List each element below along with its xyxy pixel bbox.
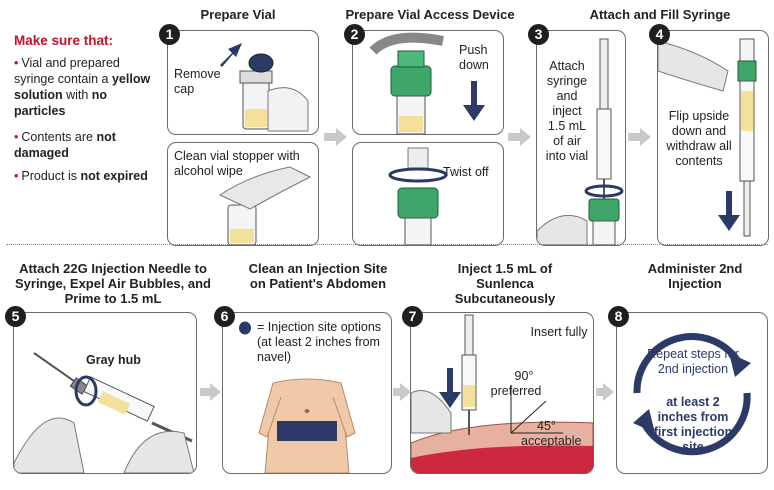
- step1-remove-cap-text: Remove cap: [174, 67, 221, 96]
- step2-push-panel: Push down: [352, 30, 504, 135]
- flow-arrow-icon: [210, 383, 221, 401]
- flow-arrow-stem: [628, 133, 640, 141]
- step1-clean-panel: Clean vial stopper with alcohol wipe: [167, 142, 319, 246]
- flow-arrow-icon: [603, 383, 614, 401]
- step4-panel: Flip upside down and withdraw all conten…: [657, 30, 769, 246]
- step6-legend-text: = Injection site options (at least 2 inc…: [257, 320, 382, 364]
- step6-panel: = Injection site options (at least 2 inc…: [222, 312, 392, 474]
- step1-number-badge: 1: [159, 24, 180, 45]
- flow-arrow-icon: [520, 128, 531, 146]
- make-sure-title: Make sure that:: [14, 33, 114, 48]
- step1-remove-cap-panel: Remove cap: [167, 30, 319, 135]
- step7-number-badge: 7: [402, 306, 423, 327]
- injection-site-icon: [239, 321, 251, 335]
- needle-prime-illustration: [14, 352, 195, 473]
- angle-90-preferred-label: preferred: [490, 384, 542, 398]
- angle-45-label: 45°: [537, 419, 556, 433]
- step3-panel: Attach syringe and inject 1.5 mL of air …: [536, 30, 626, 246]
- step8-repeat-text: Repeat steps for 2nd injection: [647, 347, 739, 376]
- arrow-down-icon: [463, 81, 485, 121]
- angle-45-acceptable-label: acceptable: [521, 434, 582, 448]
- syringe-withdraw-illustration: [658, 38, 757, 237]
- repeat-cycle-icon: [633, 333, 751, 456]
- section-divider: [6, 244, 768, 245]
- step4-number-badge: 4: [649, 24, 670, 45]
- twist-off-illustration: [388, 147, 448, 245]
- step6-title: Clean an Injection Site on Patient's Abd…: [248, 261, 388, 291]
- arrow-down-icon: [439, 368, 461, 408]
- alcohol-wipe-illustration: [218, 166, 312, 245]
- step1-clean-text: Clean vial stopper with alcohol wipe: [174, 149, 300, 178]
- step8-title: Administer 2nd Injection: [647, 261, 743, 291]
- step8-panel: Repeat steps for 2nd injection at least …: [616, 312, 768, 474]
- flow-arrow-icon: [640, 128, 651, 146]
- make-sure-item-solution: •Vial and prepared syringe contain a yel…: [14, 56, 151, 118]
- step3-number-badge: 3: [528, 24, 549, 45]
- step3-text: Attach syringe and inject 1.5 mL of air …: [545, 59, 589, 163]
- flow-arrow-stem: [393, 388, 401, 396]
- step6-number-badge: 6: [214, 306, 235, 327]
- flow-arrow-stem: [200, 388, 210, 396]
- flow-arrow-stem: [508, 133, 520, 141]
- gray-hub-label: Gray hub: [86, 353, 141, 367]
- step5-panel: Gray hub: [13, 312, 197, 474]
- step4-text: Flip upside down and withdraw all conten…: [666, 109, 732, 168]
- step2-number-badge: 2: [344, 24, 365, 45]
- syringe-inject-air-illustration: [537, 38, 624, 245]
- flow-arrow-icon: [336, 128, 347, 146]
- step7-panel: Insert fully 90° preferred 45° acceptabl…: [410, 312, 594, 474]
- vial-illustration: [239, 53, 309, 132]
- subcutaneous-injection-illustration: [411, 314, 593, 473]
- step5-number-badge: 5: [5, 306, 26, 327]
- flow-arrow-icon: [400, 383, 411, 401]
- step8-number-badge: 8: [608, 306, 629, 327]
- vial-access-device-illustration: [369, 32, 444, 134]
- make-sure-item-damage: •Contents are not damaged: [14, 130, 116, 160]
- angle-90-label: 90°: [514, 369, 534, 383]
- flow-arrow-stem: [324, 133, 336, 141]
- step4-title: Attach and Fill Syringe: [589, 7, 731, 22]
- step5-title: Attach 22G Injection Needle to Syringe, …: [14, 261, 211, 306]
- flow-arrow-stem: [596, 388, 604, 396]
- step2-twist-panel: Twist off: [352, 142, 504, 246]
- make-sure-item-expiry: •Product is not expired: [14, 169, 148, 183]
- step7-title: Inject 1.5 mL of Sunlenca Subcutaneously: [454, 261, 556, 306]
- step1-title: Prepare Vial: [200, 7, 276, 22]
- arrow-up-right-icon: [220, 43, 242, 67]
- insert-fully-text: Insert fully: [530, 325, 588, 339]
- arrow-down-icon: [718, 191, 740, 231]
- step2-twist-off-text: Twist off: [443, 165, 489, 179]
- step2-title: Prepare Vial Access Device: [345, 7, 515, 22]
- step8-distance-text: at least 2 inches from first injection s…: [653, 395, 733, 454]
- step2-push-down-text: Push down: [459, 43, 489, 72]
- abdomen-illustration: [258, 378, 356, 473]
